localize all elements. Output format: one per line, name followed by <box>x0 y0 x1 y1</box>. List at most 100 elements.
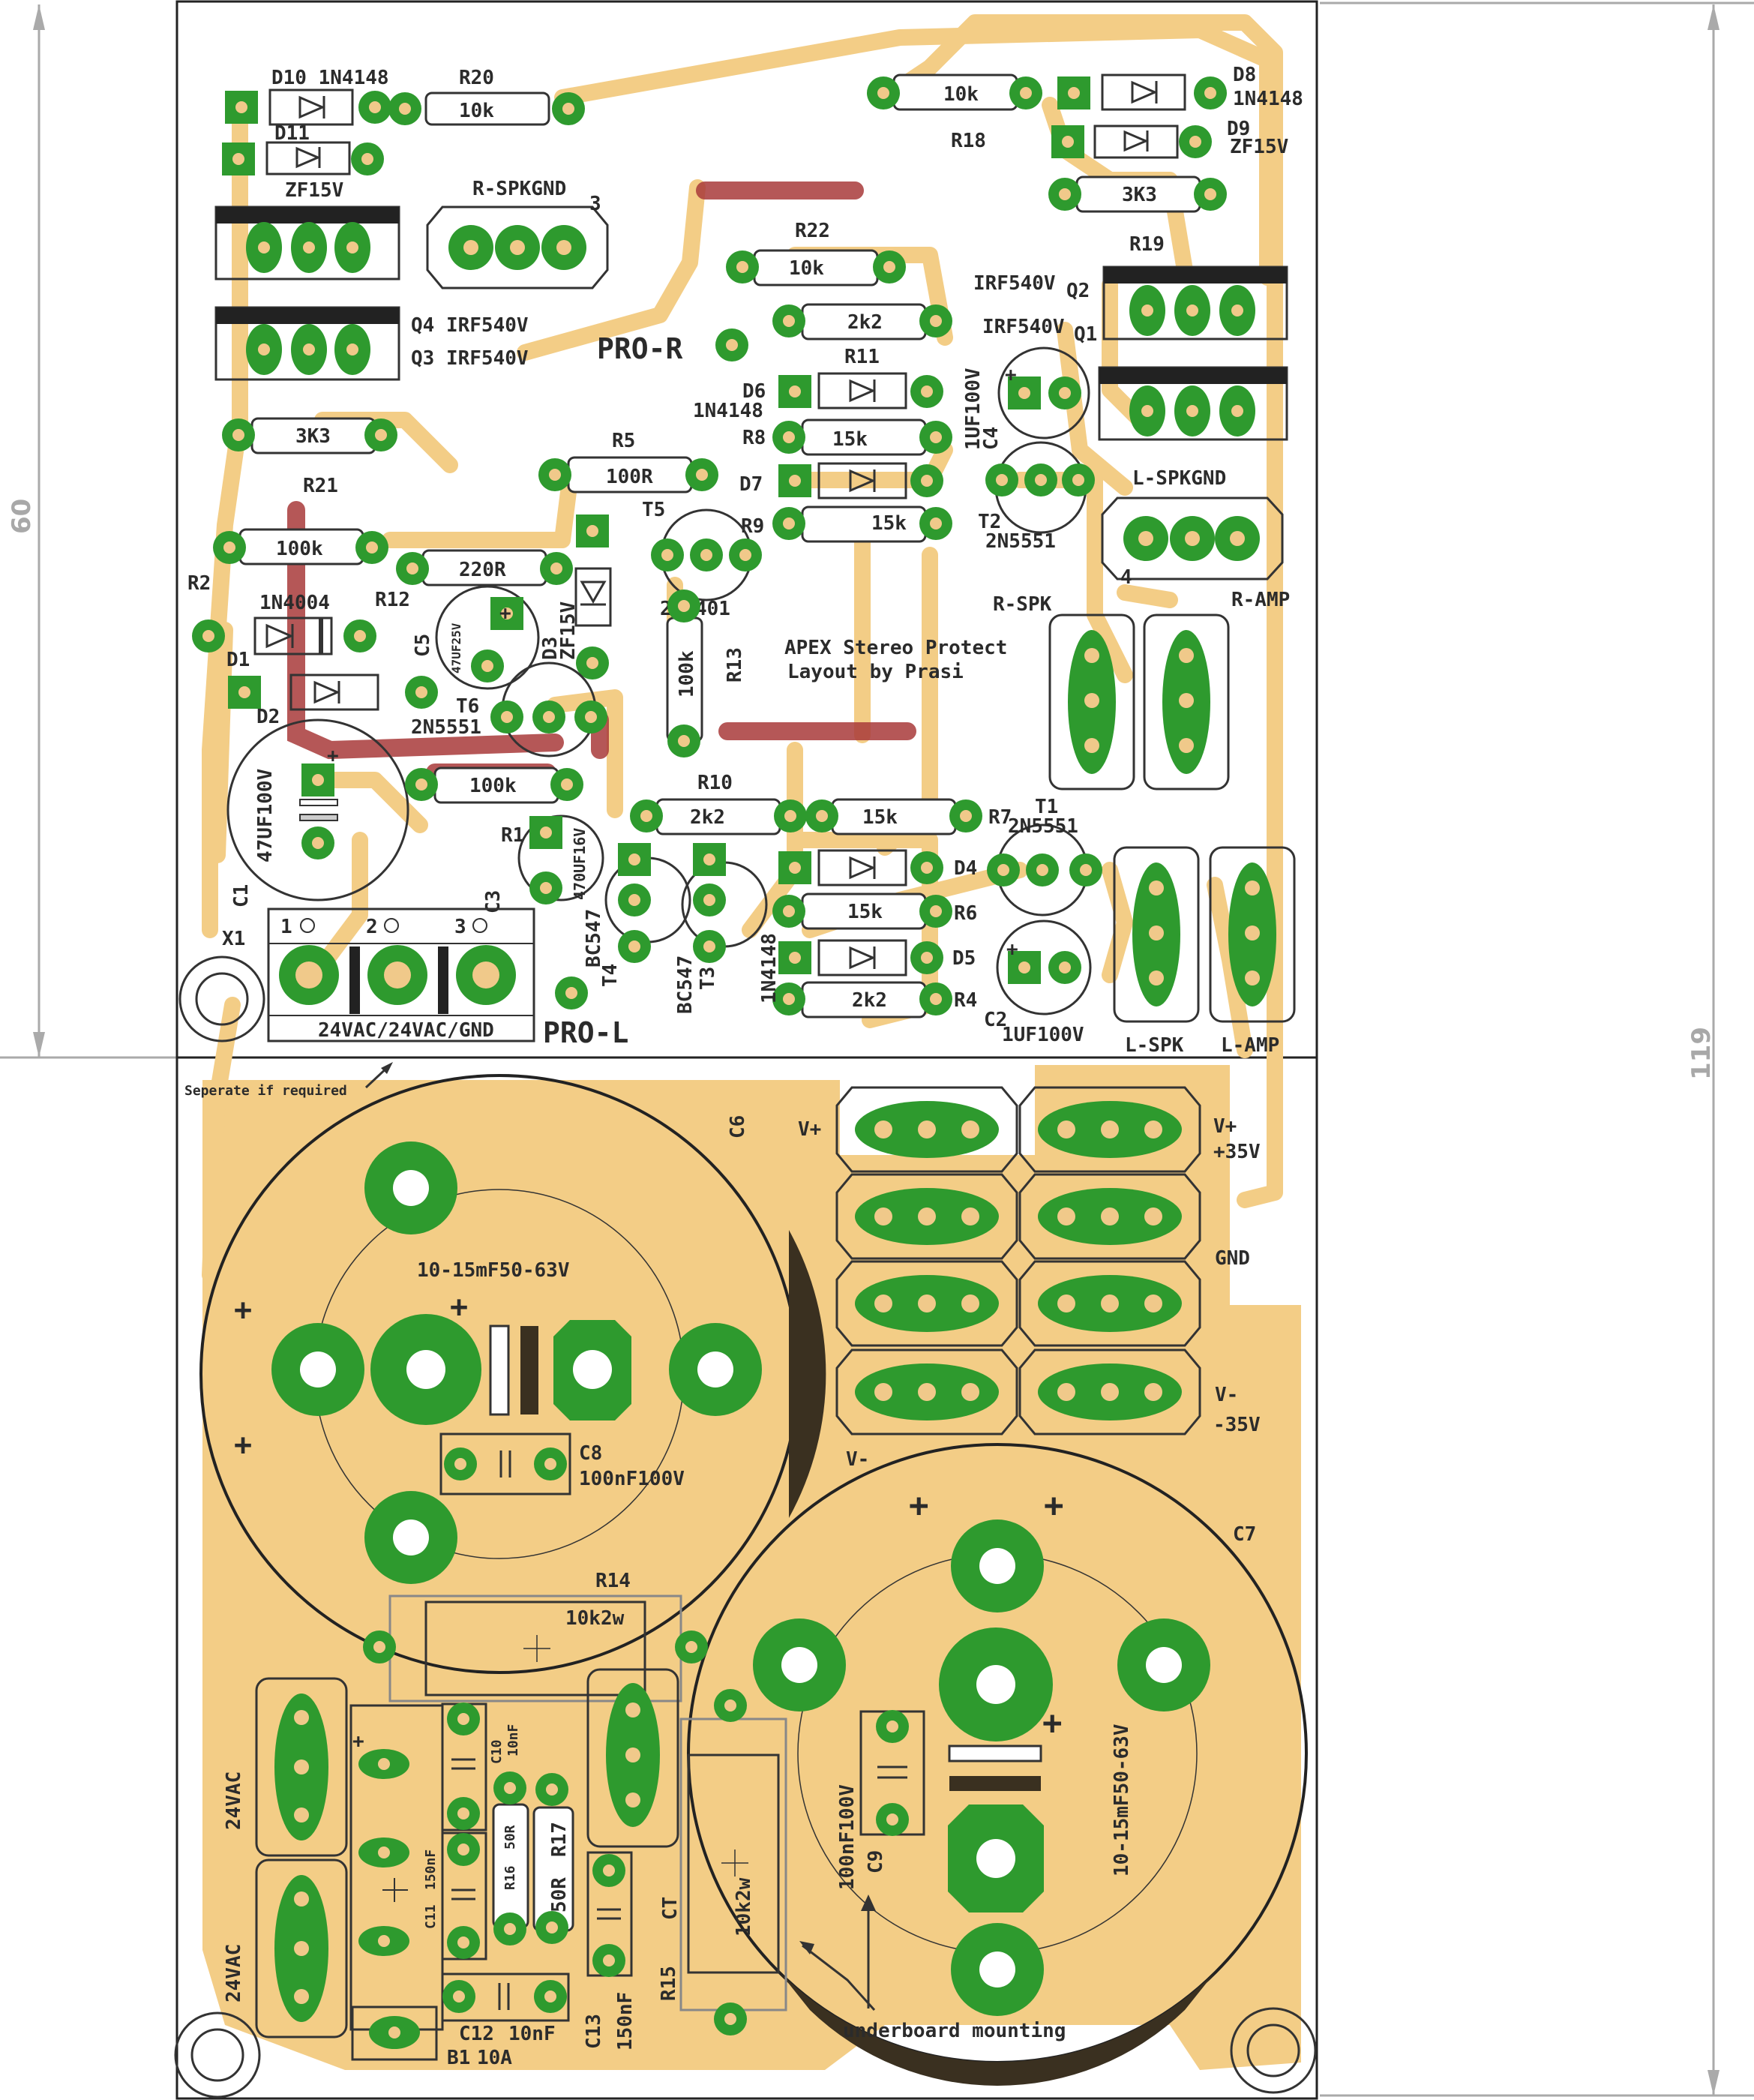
c8-value: 100nF100V <box>579 1468 685 1490</box>
v-plus-right-label: V+ <box>1213 1115 1237 1138</box>
r19-resistor <box>1048 176 1227 213</box>
r4-value: 2k2 <box>852 989 887 1012</box>
c8-label: C8 <box>579 1442 602 1465</box>
c11-value: 150nF <box>423 1850 439 1890</box>
r2-value: 100k <box>276 538 323 560</box>
t3-transistor <box>681 843 768 963</box>
pro-l-pad <box>555 976 588 1010</box>
r5-value: 100R <box>606 466 653 488</box>
d11-label: D11 <box>274 122 310 145</box>
c1-value: 47UF100V <box>254 769 277 862</box>
d5-label: D5 <box>952 947 976 970</box>
r1-value: 100k <box>469 775 517 797</box>
t1-label: T1 <box>1035 796 1058 818</box>
d7-diode <box>778 462 943 500</box>
r5-resistor <box>538 456 718 494</box>
r22-resistor <box>726 249 906 286</box>
r-spkgnd-pin: 3 <box>589 193 601 215</box>
c10-label: C10 <box>489 1739 505 1764</box>
r21-label: R21 <box>303 475 338 497</box>
r19-value: 3K3 <box>1122 184 1157 206</box>
svg-text:+: + <box>450 1290 468 1324</box>
x1-pin-2: 2 <box>366 916 378 938</box>
c2-value: 1UF100V <box>1002 1024 1084 1046</box>
r7-resistor <box>805 798 982 836</box>
r16-resistor <box>492 1772 529 1946</box>
r2-label: R2 <box>187 572 211 595</box>
dimension-total-height: 119 <box>1687 1027 1717 1080</box>
svg-text:+: + <box>1042 1704 1063 1742</box>
c8-capacitor <box>439 1432 571 1496</box>
r15-resistor <box>679 1689 787 2036</box>
d4-label: D4 <box>954 857 977 880</box>
x1-pins-label: 24VAC/24VAC/GND <box>318 1019 494 1042</box>
ac-label-1: 24VAC <box>223 1772 245 1830</box>
r17-label: R17 <box>548 1822 571 1857</box>
c13-capacitor <box>586 1851 633 1977</box>
t2-label: T2 <box>978 511 1001 533</box>
t1-value: 2N5551 <box>1008 815 1078 838</box>
t5-transistor <box>651 508 762 602</box>
l-spk-connector <box>1113 846 1200 1023</box>
l-spkgnd-connector <box>1101 496 1284 580</box>
x1-pin-3: 3 <box>454 916 466 938</box>
c9-label: C9 <box>865 1850 887 1874</box>
r10-value: 2k2 <box>690 806 725 829</box>
t6-transistor <box>490 662 607 758</box>
t6-value: 2N5551 <box>411 716 481 739</box>
q3-label: Q3 IRF540V <box>411 347 529 370</box>
q3-transistor <box>214 306 400 381</box>
d8-label: D8 <box>1233 64 1256 86</box>
power-connectors <box>835 1086 1201 1436</box>
r10-resistor <box>630 798 807 836</box>
c1-capacitor: + <box>226 718 409 902</box>
t3-label: T3 <box>697 967 719 990</box>
l-spk-label: L-SPK <box>1125 1034 1184 1057</box>
q2-transistor <box>1102 266 1288 340</box>
c12-capacitor <box>441 1972 570 2022</box>
r9-label: R9 <box>741 515 764 538</box>
r15-value: 10k2w <box>733 1877 755 1936</box>
dimension-top-height: 60 <box>7 499 37 534</box>
underboard-note: underboard mounting <box>843 2020 1066 2042</box>
c12-label: C12 <box>459 2023 494 2045</box>
d3-value: ZF15V <box>557 602 580 660</box>
svg-text:+: + <box>352 1730 364 1753</box>
c6-capacitor: + + + <box>199 1074 826 1674</box>
c5-label: C5 <box>412 634 434 657</box>
q2-value: IRF540V <box>973 272 1056 295</box>
d8-diode <box>1057 74 1227 111</box>
svg-text:+: + <box>1044 1486 1064 1525</box>
t1-transistor <box>987 824 1102 916</box>
r19-label: R19 <box>1129 233 1165 256</box>
r10-label: R10 <box>697 772 733 794</box>
r9-resistor <box>772 506 952 543</box>
mounting-hole-bottom-left <box>174 2012 261 2098</box>
l-spkgnd-pin: 4 <box>1120 566 1132 589</box>
r12-resistor <box>396 549 573 586</box>
t2-transistor <box>985 441 1095 534</box>
r-spk-connector <box>1048 614 1135 790</box>
r12-value: 220R <box>459 559 506 581</box>
q1-value: IRF540V <box>982 316 1065 338</box>
t3-value: BC547 <box>674 956 697 1014</box>
b1-value: 10A <box>477 2047 512 2069</box>
r-amp-connector <box>1143 614 1230 790</box>
ac-label-2: 24VAC <box>223 1944 245 2002</box>
v-minus-mid-label: V- <box>846 1448 869 1471</box>
r-spkgnd-connector <box>426 206 609 290</box>
r6-label: R6 <box>954 902 977 925</box>
pro-r-pad <box>715 328 748 362</box>
d9-value: ZF15V <box>1230 136 1288 158</box>
c2-capacitor: + <box>996 920 1092 1016</box>
r8-label: R8 <box>742 427 766 449</box>
ct-label: CT <box>659 1897 682 1920</box>
r11-label: R11 <box>844 346 880 368</box>
title-text: APEX Stereo Protect <box>784 637 1007 659</box>
r13-value: 100k <box>676 650 698 698</box>
r15-label: R15 <box>658 1966 680 2001</box>
x1-pin-1: 1 <box>280 916 292 938</box>
pro-r-label: PRO-R <box>597 332 683 365</box>
c9-value: 100nF100V <box>836 1784 859 1890</box>
